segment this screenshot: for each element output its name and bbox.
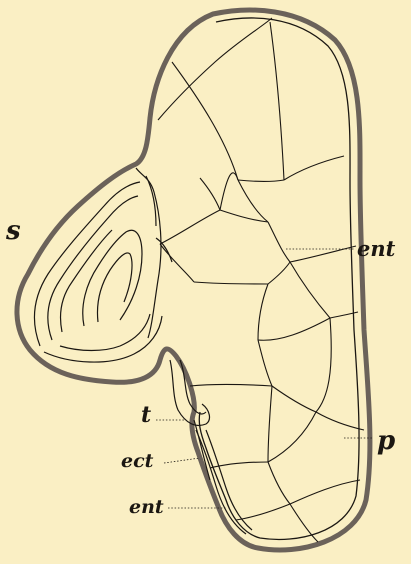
- label-ent-upper: ent: [357, 238, 395, 259]
- label-s: s: [6, 218, 21, 244]
- label-ent-lower: ent: [129, 498, 164, 517]
- outer-outline: [17, 10, 370, 550]
- endoderm-cells: [158, 18, 364, 542]
- inner-outline: [199, 18, 359, 539]
- label-p: p: [377, 428, 395, 454]
- stomodaeum-folds: [34, 168, 172, 362]
- label-t: t: [141, 404, 151, 426]
- label-ect: ect: [121, 452, 153, 471]
